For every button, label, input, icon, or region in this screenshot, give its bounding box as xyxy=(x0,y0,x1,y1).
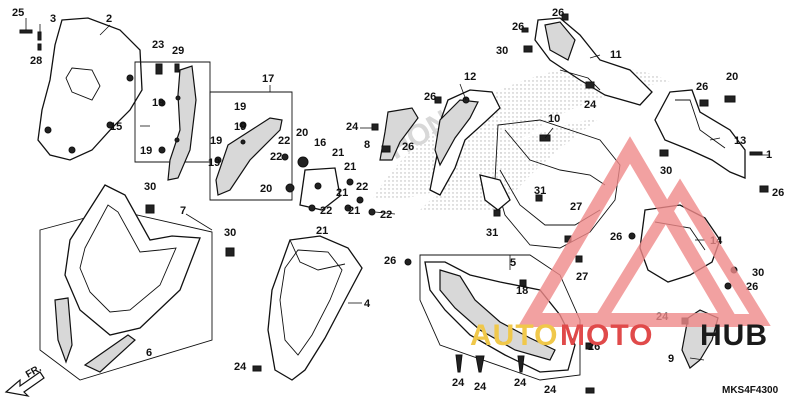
callout-19-a: 19 xyxy=(152,97,164,109)
part-fasteners xyxy=(252,13,769,394)
callout-30-c: 30 xyxy=(496,45,508,57)
part-screen-stay xyxy=(134,61,211,181)
callout-21-a: 21 xyxy=(332,147,344,159)
watermark-triangles xyxy=(517,136,771,327)
watermark-hub: HUB xyxy=(700,319,768,352)
callout-21-b: 21 xyxy=(344,161,356,173)
callout-26-g: 26 xyxy=(610,231,622,243)
watermark-moto: MOTO xyxy=(560,319,653,352)
callout-26-b: 26 xyxy=(424,91,436,103)
callout-24-e: 24 xyxy=(452,377,465,389)
callout-26-d: 26 xyxy=(552,7,564,19)
callout-25: 25 xyxy=(12,7,24,19)
callout-24-f: 24 xyxy=(474,381,487,393)
callout-26-a: 26 xyxy=(402,141,414,153)
callout-22-a: 22 xyxy=(278,135,290,147)
callout-20-a: 20 xyxy=(296,127,308,139)
callout-18: 18 xyxy=(516,285,528,297)
callout-24-h: 24 xyxy=(544,384,557,396)
part-screws-top-left xyxy=(19,29,42,51)
callout-24-g: 24 xyxy=(514,377,527,389)
part-center-panels xyxy=(379,89,501,196)
callout-24-c: 24 xyxy=(584,99,597,111)
callout-26-f: 26 xyxy=(772,187,784,199)
callout-1: 1 xyxy=(766,149,772,161)
callout-11: 11 xyxy=(610,49,622,61)
callout-labels: 25 3 28 2 23 29 19 15 19 17 19 19 19 19 … xyxy=(12,7,784,396)
callout-22-e: 22 xyxy=(380,209,392,221)
callout-5: 5 xyxy=(510,257,516,269)
callout-22-c: 22 xyxy=(356,181,368,193)
callout-29: 29 xyxy=(172,45,184,57)
callout-19-d: 19 xyxy=(234,121,246,133)
callout-4: 4 xyxy=(364,298,371,310)
diagram-code: MKS4F4300 xyxy=(722,385,779,396)
part-front-cowl xyxy=(39,184,213,381)
callout-20-c: 20 xyxy=(726,71,738,83)
part-inner-cowl xyxy=(267,235,363,381)
callout-19-e: 19 xyxy=(210,135,222,147)
watermark-auto: AUTO xyxy=(470,319,558,352)
callout-15: 15 xyxy=(110,121,122,133)
callout-26-c: 26 xyxy=(512,21,524,33)
callout-26-e: 26 xyxy=(696,81,708,93)
leader-lines xyxy=(25,18,770,361)
part-grommets-center xyxy=(281,153,376,216)
callout-30-a: 30 xyxy=(144,181,156,193)
callout-13: 13 xyxy=(734,135,746,147)
callout-17: 17 xyxy=(262,73,274,85)
part-under-cowl xyxy=(419,254,581,381)
callout-27-b: 27 xyxy=(576,271,588,283)
callout-24-a: 24 xyxy=(234,361,247,373)
callout-6: 6 xyxy=(146,347,152,359)
callout-30-b: 30 xyxy=(224,227,236,239)
callout-2: 2 xyxy=(106,13,112,25)
callout-26-i: 26 xyxy=(384,255,396,267)
callout-19-f: 19 xyxy=(208,157,220,169)
callout-30-e: 30 xyxy=(752,267,764,279)
callout-26-j: 26 xyxy=(588,341,600,353)
automotohub-watermark: AUTO MOTO HUB xyxy=(470,136,771,352)
callout-21-e: 21 xyxy=(316,225,328,237)
front-direction-arrow: FR. xyxy=(4,363,45,397)
part-clip-30-left xyxy=(145,204,155,214)
callout-24-b: 24 xyxy=(346,121,359,133)
part-clip-30-mid xyxy=(225,247,235,257)
callout-28: 28 xyxy=(30,55,42,67)
callout-30-d: 30 xyxy=(660,165,672,177)
part-right-upper-duct xyxy=(534,17,653,106)
callout-22-b: 22 xyxy=(270,151,282,163)
callout-31-a: 31 xyxy=(534,185,546,197)
part-windscreen xyxy=(37,17,143,161)
callout-27-a: 27 xyxy=(570,201,582,213)
callout-23: 23 xyxy=(152,39,164,51)
callout-19-c: 19 xyxy=(234,101,246,113)
callout-3: 3 xyxy=(50,13,56,25)
callout-19-b: 19 xyxy=(140,145,152,157)
callout-9: 9 xyxy=(668,353,674,365)
callout-31-b: 31 xyxy=(486,227,498,239)
callout-21-c: 21 xyxy=(336,187,348,199)
callout-20-b: 20 xyxy=(260,183,272,195)
part-frame-stay xyxy=(479,119,621,249)
callout-12: 12 xyxy=(464,71,476,83)
callout-22-d: 22 xyxy=(320,205,332,217)
part-right-side-cover xyxy=(654,89,746,179)
callout-21-d: 21 xyxy=(348,205,360,217)
callout-10: 10 xyxy=(548,113,560,125)
callout-7: 7 xyxy=(180,205,186,217)
callout-8: 8 xyxy=(364,139,370,151)
callout-16: 16 xyxy=(314,137,326,149)
part-stay-bracket-17 xyxy=(209,91,293,201)
callout-26-h: 26 xyxy=(746,281,758,293)
